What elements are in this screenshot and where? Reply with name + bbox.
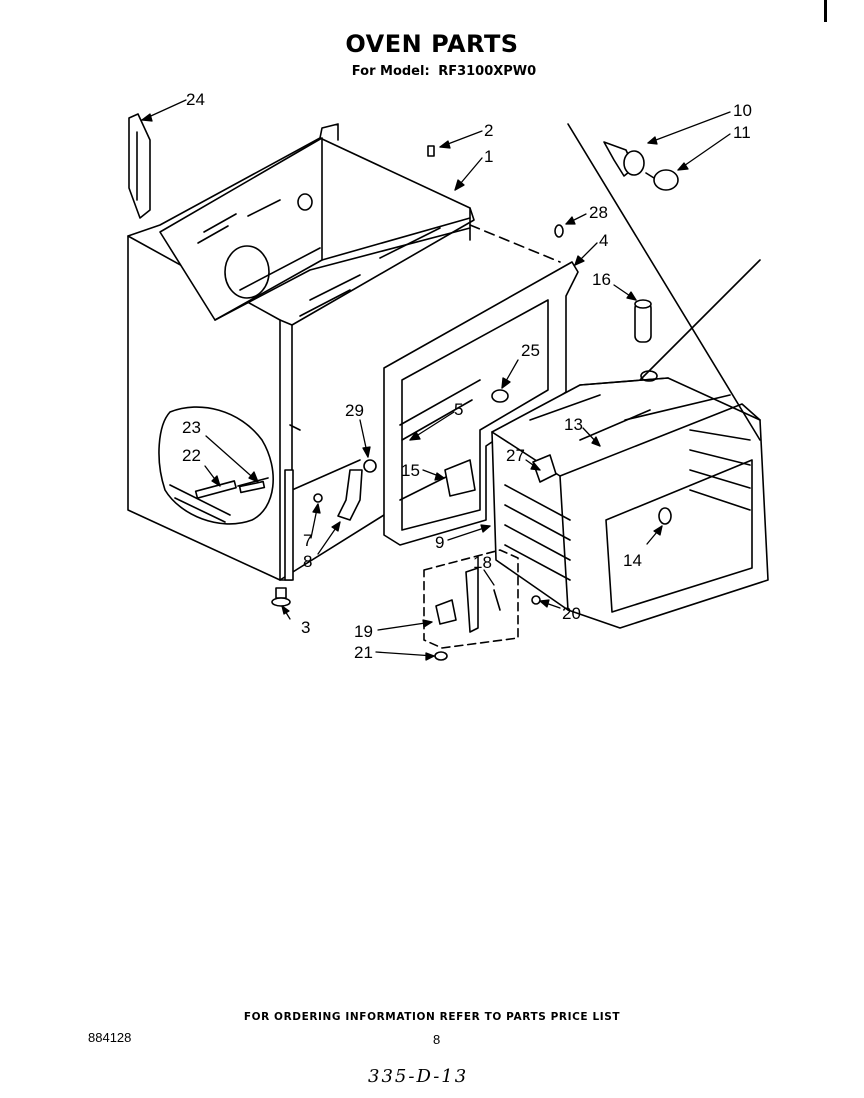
callout-16: 16 bbox=[592, 270, 611, 289]
document-number: 884128 bbox=[88, 1030, 132, 1045]
callout-25: 25 bbox=[521, 341, 540, 360]
broiler-element bbox=[194, 477, 269, 499]
ordering-note: FOR ORDERING INFORMATION REFER TO PARTS … bbox=[243, 1011, 621, 1023]
bracket-15 bbox=[444, 459, 476, 497]
model-number: RF3100XPW0 bbox=[438, 64, 537, 79]
callout-22: 22 bbox=[182, 446, 201, 465]
callout-20: 20 bbox=[562, 604, 581, 623]
callout-23: 23 bbox=[182, 418, 201, 437]
callout-18: 18 bbox=[473, 553, 492, 572]
grommet-25 bbox=[491, 389, 509, 403]
callout-11: 11 bbox=[733, 123, 751, 142]
model-subtitle: For Model: RF3100XPW0 bbox=[0, 64, 864, 79]
latch-27 bbox=[532, 454, 557, 483]
handwritten-code: 335-D-13 bbox=[368, 1066, 469, 1087]
callout-4: 4 bbox=[599, 231, 608, 250]
callout-21: 21 bbox=[354, 643, 373, 662]
callout-7: 7 bbox=[303, 531, 312, 550]
margin-mark bbox=[824, 0, 827, 22]
exploded-parts-diagram: 24 2 1 10 11 28 4 16 25 29 5 23 22 13 27… bbox=[127, 90, 769, 662]
callout-15: 15 bbox=[401, 461, 420, 480]
page-number: 8 bbox=[433, 1032, 441, 1047]
light-lens bbox=[634, 299, 652, 343]
callout-10: 10 bbox=[733, 101, 752, 120]
callout-1: 1 bbox=[484, 147, 493, 166]
callout-13: 13 bbox=[564, 415, 583, 434]
clip-28 bbox=[554, 224, 564, 238]
nut-7 bbox=[313, 493, 323, 503]
callout-24: 24 bbox=[186, 90, 205, 109]
callout-27: 27 bbox=[506, 446, 525, 465]
bumper-29 bbox=[363, 459, 377, 473]
leveling-leg-3 bbox=[271, 587, 291, 607]
callout-5: 5 bbox=[454, 400, 463, 419]
callout-2: 2 bbox=[484, 121, 493, 140]
callout-numbers: 24 2 1 10 11 28 4 16 25 29 5 23 22 13 27… bbox=[182, 90, 752, 662]
callout-28: 28 bbox=[589, 203, 608, 222]
page-title: OVEN PARTS bbox=[345, 30, 519, 58]
callout-19: 19 bbox=[354, 622, 373, 641]
screw-2 bbox=[427, 145, 435, 157]
callout-3: 3 bbox=[301, 618, 310, 637]
oven-liner-rack bbox=[491, 370, 769, 629]
leader-lines bbox=[141, 99, 731, 661]
hinge-8 bbox=[337, 469, 363, 521]
oven-cabinet bbox=[127, 123, 561, 581]
callout-29: 29 bbox=[345, 401, 364, 420]
hinge-assembly bbox=[423, 549, 541, 661]
model-label: For Model: bbox=[351, 64, 430, 79]
light-socket bbox=[603, 141, 645, 177]
light-bulb bbox=[645, 169, 679, 191]
callout-14: 14 bbox=[623, 551, 642, 570]
side-rail bbox=[128, 113, 151, 219]
callout-9: 9 bbox=[435, 533, 444, 552]
callout-8: 8 bbox=[303, 552, 312, 571]
